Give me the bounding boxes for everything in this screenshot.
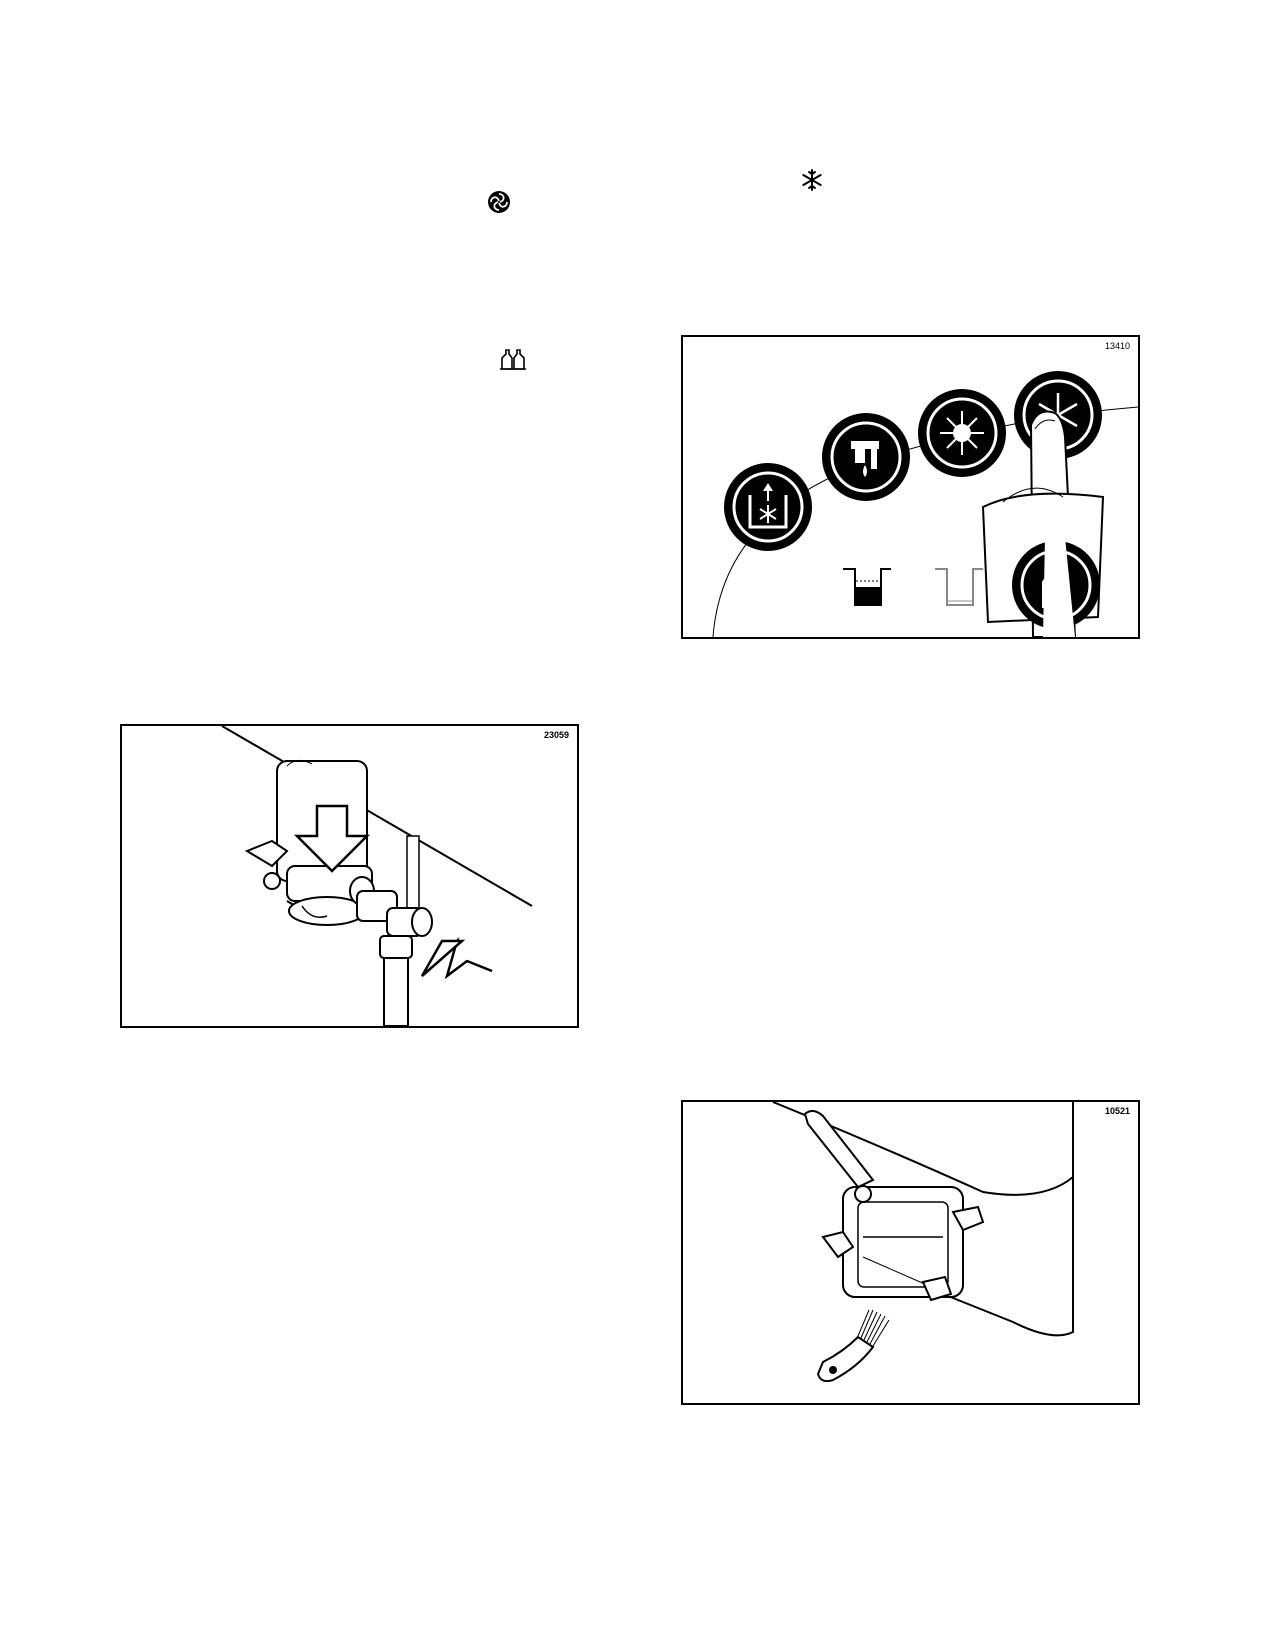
snowflake-icon — [802, 169, 822, 191]
figure-id-label: 10521 — [1104, 1106, 1130, 1116]
bottles-icon — [500, 349, 526, 370]
valve-arrows-figure: 23059 — [120, 724, 579, 1028]
dispenser-illustration — [772, 1102, 1074, 1383]
valve-illustration — [221, 726, 533, 1026]
freeze-tank-icon — [724, 463, 812, 551]
brush-icon — [816, 1309, 890, 1383]
faucet-drip-icon — [822, 413, 910, 501]
dispenser-brush-figure: 10521 — [681, 1100, 1140, 1405]
control-panel-illustration — [712, 371, 1138, 637]
tank-empty-icon — [935, 568, 983, 606]
sun-icon — [918, 389, 1006, 477]
control-panel-figure: 13410 — [681, 335, 1140, 639]
swirl-icon — [488, 191, 510, 213]
tank-full-icon — [843, 568, 891, 606]
figure-id-label: 23059 — [543, 730, 569, 740]
figure-id-label: 13410 — [1104, 341, 1130, 351]
